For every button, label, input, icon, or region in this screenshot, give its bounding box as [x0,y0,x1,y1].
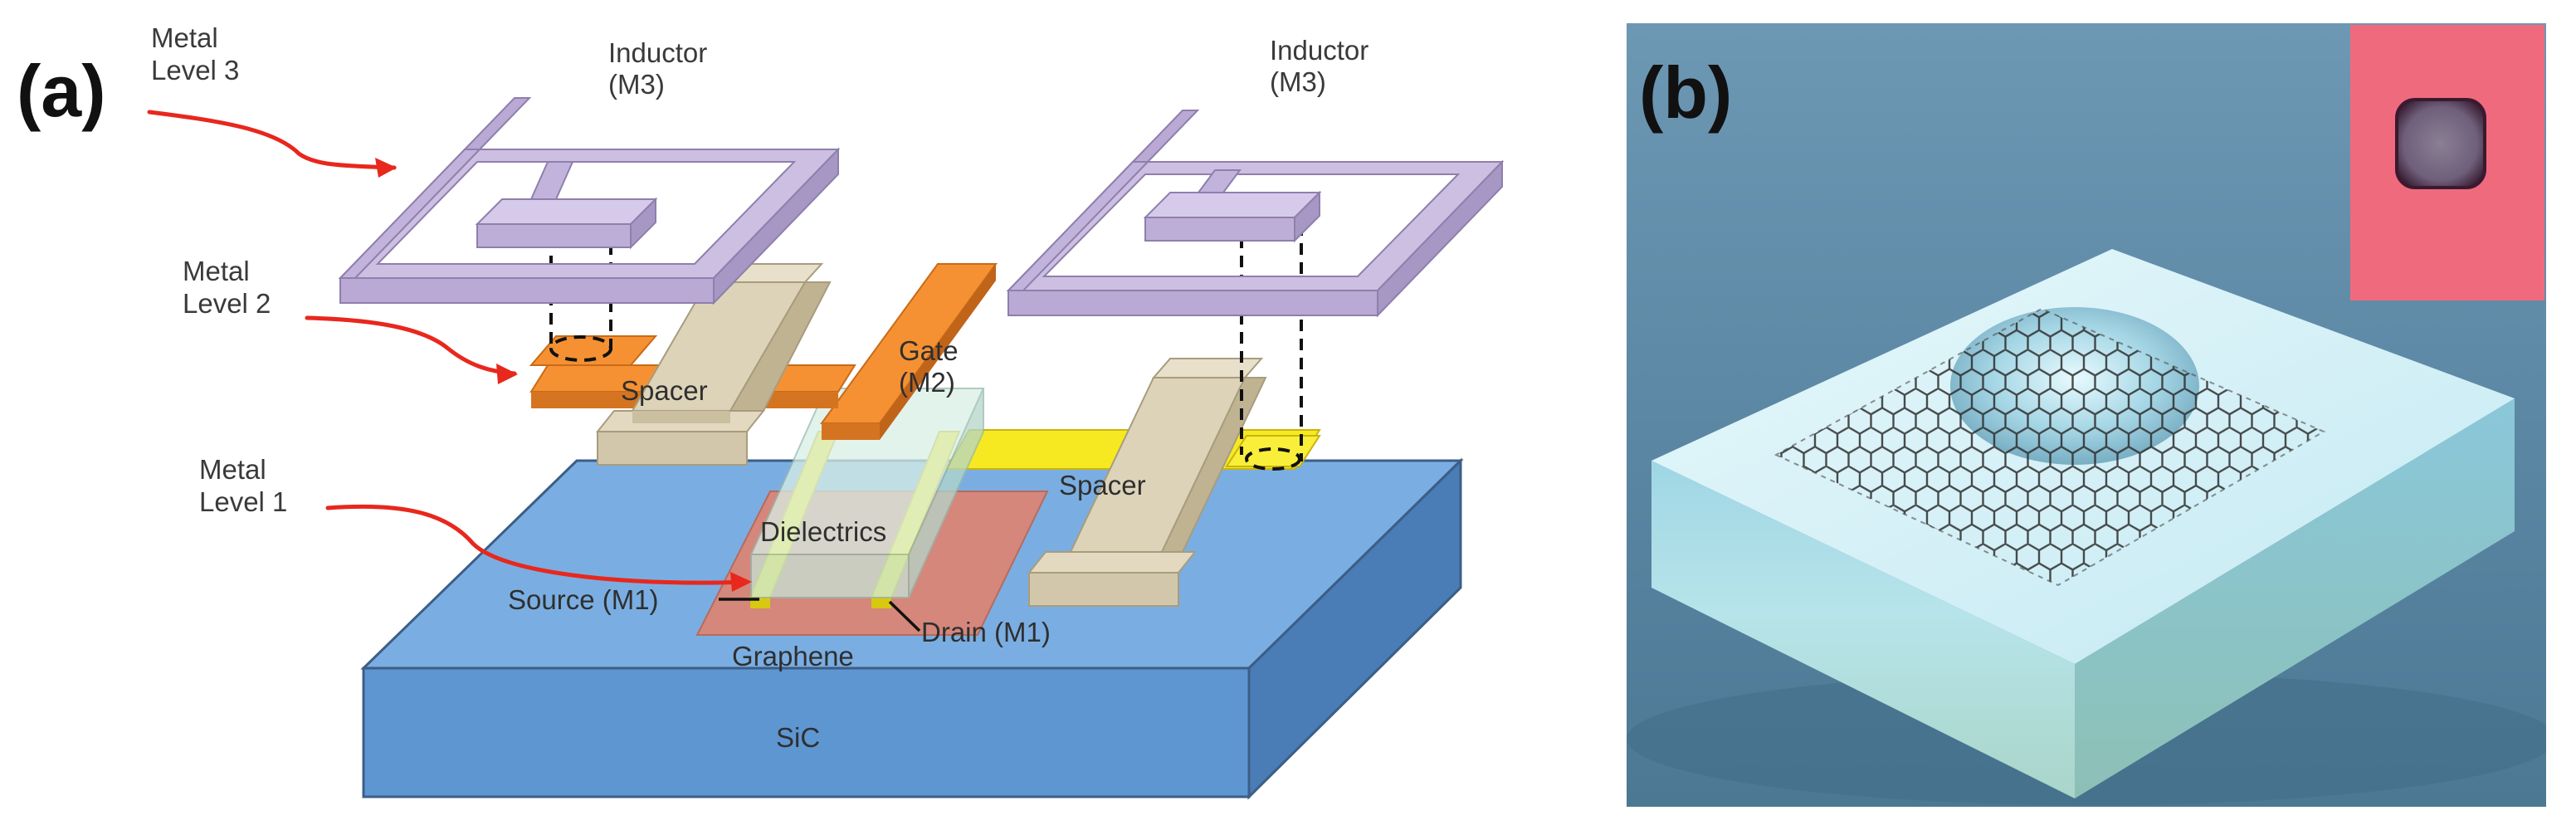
callout-metal-level-2-line2: Level 2 [183,288,271,319]
gate-label-line1: Gate [899,335,959,366]
block-front-face [1651,461,2075,798]
panel-b: (b) [1627,23,2546,807]
callout-metal-level-1-line2: Level 1 [199,486,287,517]
callout-metal-level-1-line1: Metal [199,454,266,485]
arrow-metal-level-2 [305,315,518,384]
substrate-label: SiC [776,722,820,753]
dielectrics-label: Dielectrics [760,516,886,547]
metal1-pad-right [1225,435,1321,467]
block-side-face [2075,398,2515,798]
arrow-metal-level-1 [325,504,752,592]
spacer-left [595,263,832,466]
gate-label-line2: (M2) [899,367,955,398]
drain-leader [888,600,921,632]
inductor-left-label-line2: (M3) [608,69,665,100]
graphene-label: Graphene [732,641,854,671]
drain-label: Drain (M1) [921,617,1051,647]
lattice-edge [1773,307,2326,587]
inductor-right-label-line1: Inductor [1270,35,1368,66]
inductor-right-label-line2: (M3) [1270,66,1326,97]
inset-micrograph [2350,25,2544,300]
spacer-right [1027,358,1267,607]
source-label: Source (M1) [508,584,659,615]
gate-electrode [820,263,998,440]
callout-metal-level-3-line2: Level 3 [151,55,239,85]
graphene-lattice [1776,309,2324,585]
callout-metal-level-2-line1: Metal [183,256,250,286]
inductor-left-label-line1: Inductor [608,37,707,68]
dielectrics-block [749,388,985,598]
arrow-metal-level-3 [147,110,397,178]
spacer-right-label: Spacer [1059,470,1146,500]
inductor-right [1006,110,1505,318]
panel-a-label: (a) [17,50,106,132]
panel-b-label: (b) [1639,51,1732,134]
callout-metal-level-3-line1: Metal [151,22,218,53]
spacer-left-label: Spacer [621,375,708,406]
inductor-left [338,97,841,305]
panel-a: (a) SiC Graphene Dielectrics [17,22,1505,800]
